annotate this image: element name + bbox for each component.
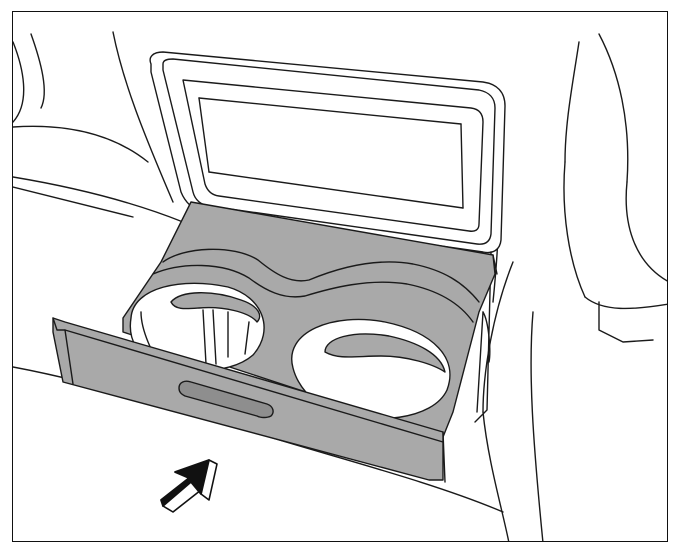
console-opening-bezel — [149, 51, 506, 254]
drawer-housing — [474, 251, 492, 423]
cup-holder-tray — [122, 201, 498, 438]
drawer-front-panel — [52, 317, 446, 483]
up-right-arrow-icon — [160, 459, 218, 513]
cup-holder-illustration — [13, 31, 667, 541]
illustration-frame — [12, 11, 668, 542]
drawer-handle-slot — [178, 380, 274, 419]
